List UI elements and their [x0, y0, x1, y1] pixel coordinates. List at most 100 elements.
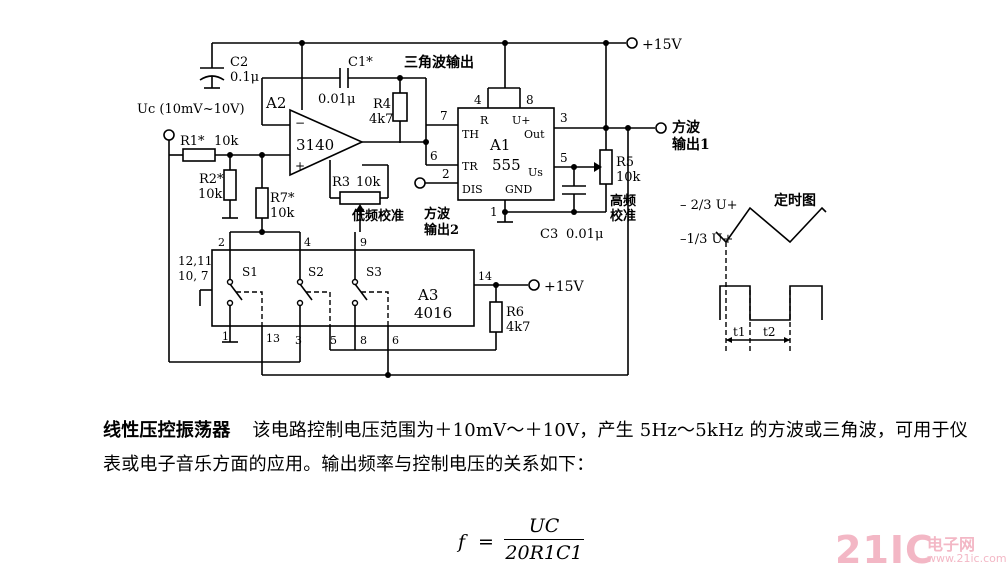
a3-pin9-label: 9: [360, 236, 367, 249]
a3-pin5-label: 5: [330, 334, 337, 347]
r1-label: R1*: [180, 134, 205, 149]
capacitor-c2: [199, 43, 225, 89]
a2-label: A2: [265, 94, 286, 112]
a3-pin1-label: 1: [222, 330, 229, 343]
r3-label: R3: [332, 175, 350, 190]
a3-pin6-label: 6: [392, 334, 399, 347]
svg-text:−: −: [295, 116, 305, 130]
watermark-number: 21IC: [835, 528, 934, 572]
pin-th-label: TH: [462, 128, 479, 141]
pin-r-label: R: [480, 114, 489, 127]
resistor-r7: [255, 187, 269, 219]
switch-s3: [351, 250, 389, 342]
caption-title: 线性压控振荡器: [103, 420, 231, 441]
a3-label: A3: [417, 286, 438, 304]
c3-value: 0.01μ: [566, 227, 603, 242]
c2-value: 0.1μ: [230, 70, 259, 85]
pin6-label: 6: [430, 149, 438, 163]
timer-ic-a1: [457, 107, 555, 201]
a1-label: A1: [489, 136, 510, 154]
high-freq-cal-line2: 校准: [610, 208, 636, 224]
a3-pin8-label: 8: [360, 334, 367, 347]
supply-top-label: +15V: [642, 37, 683, 53]
r3-value: 10k: [356, 175, 381, 190]
resistor-r1: [182, 148, 216, 162]
terminal-square-out-1: [655, 122, 667, 134]
input-voltage-label: Uc (10mV~10V): [137, 102, 245, 117]
s1-label: S1: [242, 265, 258, 279]
caption: 线性压控振荡器该电路控制电压范围为＋10mV～＋10V，产生 5Hz～5kHz …: [103, 414, 975, 482]
formula-bar: [504, 539, 584, 540]
c1-label: C1*: [348, 55, 373, 70]
pin7-label: 7: [440, 109, 448, 123]
frequency-formula: f = UC 20R1C1: [458, 515, 598, 565]
a3-type: 4016: [414, 304, 452, 322]
supply-a3-label: +15V: [544, 279, 585, 295]
r2-label: R2*: [199, 172, 224, 187]
caption-body: 该电路控制电压范围为＋10mV～＋10V，产生 5Hz～5kHz 的方波或三角波…: [103, 420, 968, 475]
r4-label: R4: [373, 97, 391, 112]
r1-value: 10k: [214, 134, 239, 149]
a3-pin4-label: 4: [304, 236, 311, 249]
switch-s1: [226, 250, 263, 342]
c1-value: 0.01μ: [318, 92, 355, 107]
pin2-label: 2: [442, 167, 450, 181]
timing-chart: 定时图 – 2/3 U+ –1/3 U+ t1 t2: [680, 192, 827, 354]
r4-value: 4k7: [369, 112, 393, 127]
pins-12-11-label: 12,11: [178, 254, 212, 268]
square-output-2-line1: 方波: [424, 206, 451, 222]
square-output-1-line1: 方波: [672, 119, 701, 136]
formula-numerator: UC: [528, 515, 560, 537]
r6-label: R6: [506, 305, 524, 320]
pin8-label: 8: [526, 93, 534, 107]
timing-chart-title: 定时图: [774, 192, 816, 209]
pin-gnd-label: GND: [505, 183, 532, 196]
formula-eq: =: [478, 531, 494, 553]
pin-out-label: Out: [524, 128, 545, 141]
s2-label: S2: [308, 265, 324, 279]
potentiometer-r3: [339, 191, 381, 205]
high-freq-cal-line1: 高频: [610, 193, 636, 209]
a3-pin2-label: 2: [218, 236, 225, 249]
t1-label: t1: [733, 325, 745, 339]
r2-value: 10k: [198, 187, 223, 202]
watermark-url: www.21ic.com: [927, 552, 1007, 565]
svg-text:+: +: [295, 159, 305, 173]
a1-type: 555: [492, 156, 521, 174]
square-output-2-line2: 输出2: [424, 222, 459, 238]
terminal-plus15v-a3: [528, 279, 540, 291]
a3-pin13-label: 13: [266, 332, 280, 345]
pins-10-7-label: 10, 7: [178, 269, 209, 283]
pin3-label: 3: [560, 111, 568, 125]
c3-label: C3: [540, 227, 558, 242]
terminal-plus15v-top: [626, 37, 638, 49]
square-waveform: [719, 285, 823, 321]
pin4-label: 4: [474, 93, 482, 107]
resistor-r6: [489, 301, 503, 333]
triangle-output-label: 三角波输出: [404, 54, 474, 71]
switch-s2: [296, 250, 331, 342]
terminal-pin2: [414, 177, 426, 189]
a3-pin14-label: 14: [478, 270, 492, 283]
low-freq-cal-label: 低频校准: [351, 208, 404, 224]
pin-tr-label: TR: [462, 160, 478, 173]
terminal-uc-input: [163, 129, 175, 141]
square-output-1-line2: 输出1: [672, 136, 710, 153]
pin-uplus-label: U+: [512, 114, 531, 127]
capacitor-c3: [562, 167, 586, 212]
r7-label: R7*: [270, 191, 295, 206]
opamp-a2: [289, 108, 364, 177]
s3-label: S3: [366, 265, 382, 279]
pin-us-label: Us: [528, 166, 543, 179]
level-high-label: – 2/3 U+: [680, 198, 738, 213]
c2-label: C2: [230, 55, 248, 70]
formula-lhs: f: [458, 531, 466, 553]
resistor-r4: [392, 92, 408, 122]
triangle-waveform: [715, 206, 827, 244]
a2-type: 3140: [296, 136, 334, 154]
resistor-r2: [223, 169, 237, 201]
a3-pin3-label: 3: [295, 334, 302, 347]
r5-label: R5: [616, 155, 634, 170]
watermark-name: 电子网: [927, 535, 976, 554]
capacitor-c1: [339, 68, 349, 88]
